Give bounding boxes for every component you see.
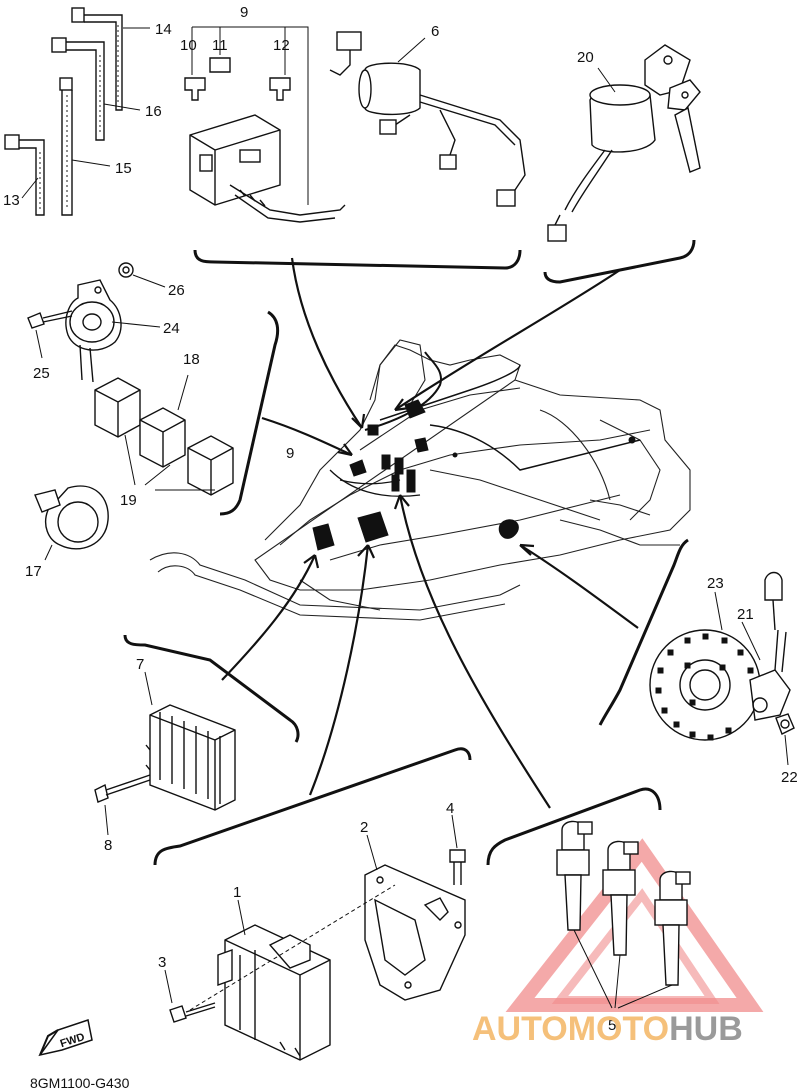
label-part-8: 8 xyxy=(104,837,112,854)
label-part-11: 11 xyxy=(212,37,228,54)
sub-harness xyxy=(329,31,526,207)
fwd-arrow-icon xyxy=(38,1019,93,1057)
part-number-labels: 9 10 11 12 14 16 15 13 6 20 26 24 25 18 … xyxy=(3,4,798,1034)
label-part-18: 18 xyxy=(183,351,200,368)
label-part-13: 13 xyxy=(3,192,20,209)
cable-ties xyxy=(4,7,150,216)
label-part-15: 15 xyxy=(115,160,132,177)
label-part-21: 21 xyxy=(737,606,754,623)
group-brackets xyxy=(123,239,696,866)
pickup-coil-assembly xyxy=(649,571,795,766)
label-part-3: 3 xyxy=(158,954,166,971)
label-part-12: 12 xyxy=(273,37,290,54)
horn-assembly xyxy=(27,262,166,383)
cdi-unit-assembly xyxy=(164,814,466,1061)
relays xyxy=(94,374,234,496)
label-part-23: 23 xyxy=(707,575,724,592)
ignition-switch xyxy=(547,44,701,242)
label-part-24: 24 xyxy=(163,320,180,337)
label-part-17: 17 xyxy=(25,563,42,580)
ignition-coils xyxy=(556,820,691,1009)
label-part-14: 14 xyxy=(155,21,172,38)
watermark-auto: AUTO xyxy=(472,1010,568,1048)
label-part-4: 4 xyxy=(446,800,454,817)
label-part-2: 2 xyxy=(360,819,368,836)
pointer-arrows xyxy=(221,257,639,809)
watermark-hub: HUB xyxy=(669,1010,743,1048)
label-part-10: 10 xyxy=(180,37,197,54)
label-part-25: 25 xyxy=(33,365,50,382)
label-part-16: 16 xyxy=(145,103,162,120)
voltage-regulator xyxy=(94,671,236,836)
label-part-9: 9 xyxy=(240,4,248,21)
label-part-1: 1 xyxy=(233,884,241,901)
watermark-moto: MOTO xyxy=(568,1010,669,1048)
label-part-9-sled: 9 xyxy=(286,445,294,462)
label-part-26: 26 xyxy=(168,282,185,299)
drawing-code: 8GM1100-G430 xyxy=(30,1075,130,1091)
label-part-20: 20 xyxy=(577,49,594,66)
watermark-text: AUTOMOTOHUB xyxy=(472,1010,743,1048)
snowmobile-outline xyxy=(149,339,691,621)
fuse-box xyxy=(184,26,346,223)
label-part-7: 7 xyxy=(136,656,144,673)
clamp xyxy=(34,485,109,561)
label-part-22: 22 xyxy=(781,769,798,786)
label-part-6: 6 xyxy=(431,23,439,40)
label-part-5: 5 xyxy=(608,1017,616,1034)
label-part-19: 19 xyxy=(120,492,137,509)
